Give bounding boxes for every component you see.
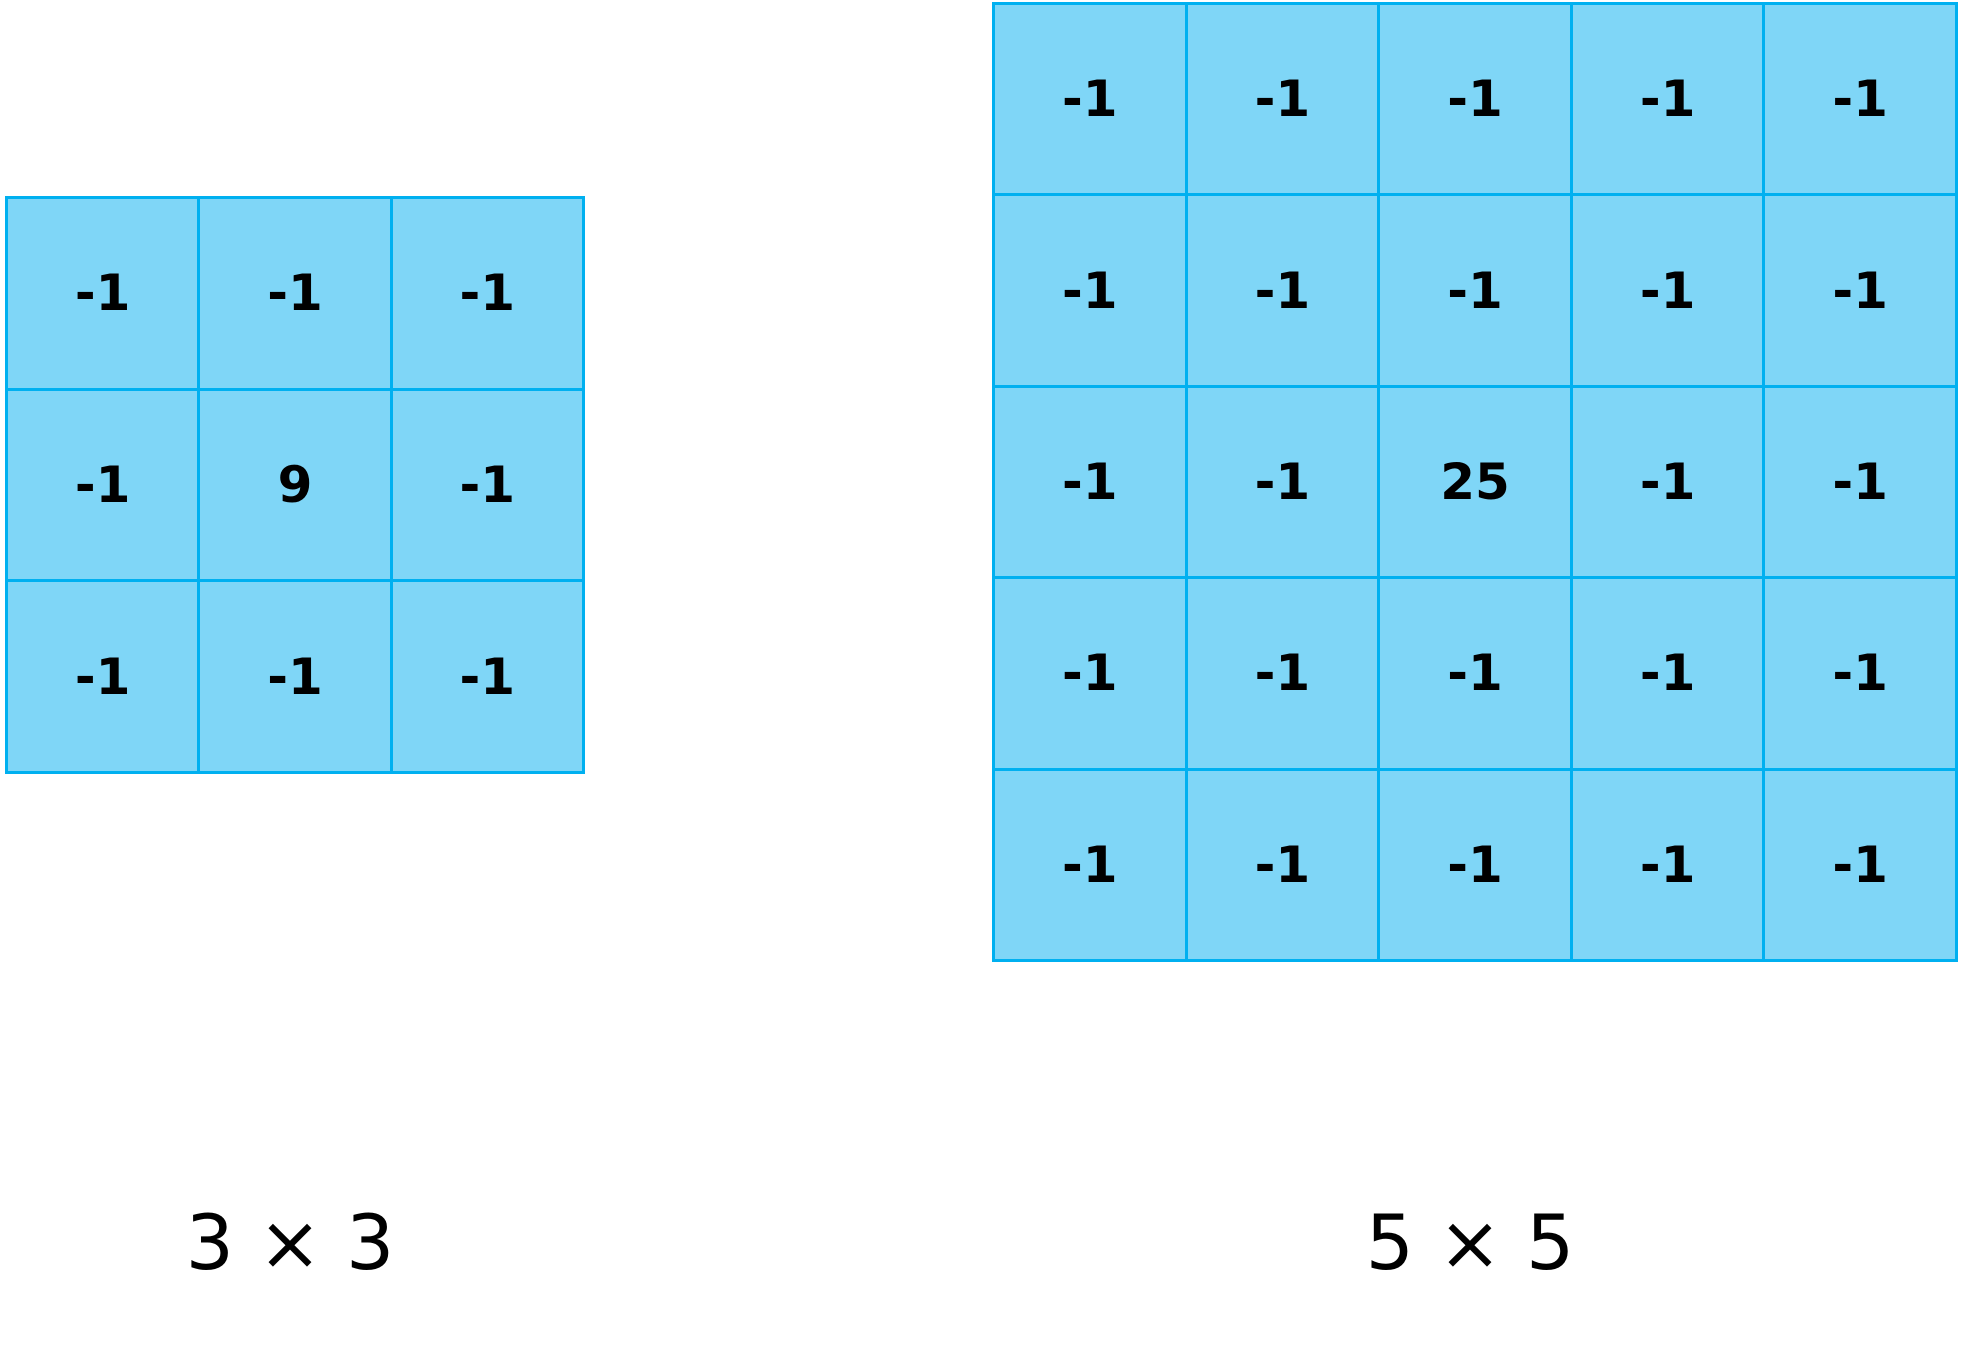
- kernel-5x5-cell-r1-c4: -1: [1765, 196, 1955, 385]
- kernel-3x3-cell-r0-c2: -1: [392, 199, 582, 388]
- kernel-5x5-cell-r3-c2: -1: [1380, 579, 1570, 768]
- kernel-3x3-cell-r0-c0: -1: [8, 199, 198, 388]
- kernel-5x5-cell-r2-c4: -1: [1765, 387, 1955, 577]
- kernel-3x3-cell-r1-c1: 9: [200, 390, 390, 580]
- kernel-5x5-cell-r2-c0: -1: [995, 387, 1185, 577]
- kernel-5x5-cell-r1-c0: -1: [995, 196, 1185, 385]
- kernel-5x5-cell-r2-c3: -1: [1572, 387, 1763, 577]
- kernel-5x5-cell-r3-c4: -1: [1765, 579, 1955, 768]
- kernel-5x5-cell-r3-c0: -1: [995, 579, 1185, 768]
- kernel-5x5-cell-r0-c0: -1: [995, 5, 1185, 194]
- kernel-5x5-cell-r3-c1: -1: [1187, 579, 1378, 768]
- kernel-3x3-cell-r0-c1: -1: [200, 199, 390, 388]
- kernel-5x5-cell-r1-c2: -1: [1380, 196, 1570, 385]
- kernel-5x5-cell-r2-c2: 25: [1380, 387, 1570, 577]
- kernel-5x5-cell-r0-c4: -1: [1765, 5, 1955, 194]
- kernel-3x3-cell-r2-c1: -1: [200, 582, 390, 771]
- kernel-3x3-caption: 3 × 3: [185, 1198, 395, 1287]
- kernel-3x3-cell-r1-c2: -1: [392, 390, 582, 580]
- kernel-3x3-cell-r1-c0: -1: [8, 390, 198, 580]
- kernel-5x5-cell-r4-c2: -1: [1380, 770, 1570, 959]
- kernel-5x5-cell-r1-c1: -1: [1187, 196, 1378, 385]
- kernel-3x3-cell-r2-c2: -1: [392, 582, 582, 771]
- kernel-5x5-cell-r2-c1: -1: [1187, 387, 1378, 577]
- kernel-5x5-cell-r3-c3: -1: [1572, 579, 1763, 768]
- kernel-3x3-cell-r2-c0: -1: [8, 582, 198, 771]
- kernel-5x5-cell-r4-c4: -1: [1765, 770, 1955, 959]
- kernel-5x5-cell-r4-c0: -1: [995, 770, 1185, 959]
- kernel-5x5-cell-r4-c1: -1: [1187, 770, 1378, 959]
- kernel-5x5-cell-r0-c1: -1: [1187, 5, 1378, 194]
- kernel-5x5-cell-r1-c3: -1: [1572, 196, 1763, 385]
- kernel-5x5-cell-r0-c3: -1: [1572, 5, 1763, 194]
- kernel-5x5-cell-r4-c3: -1: [1572, 770, 1763, 959]
- kernel-5x5-cell-r0-c2: -1: [1380, 5, 1570, 194]
- kernel-5x5-caption: 5 × 5: [1365, 1198, 1575, 1287]
